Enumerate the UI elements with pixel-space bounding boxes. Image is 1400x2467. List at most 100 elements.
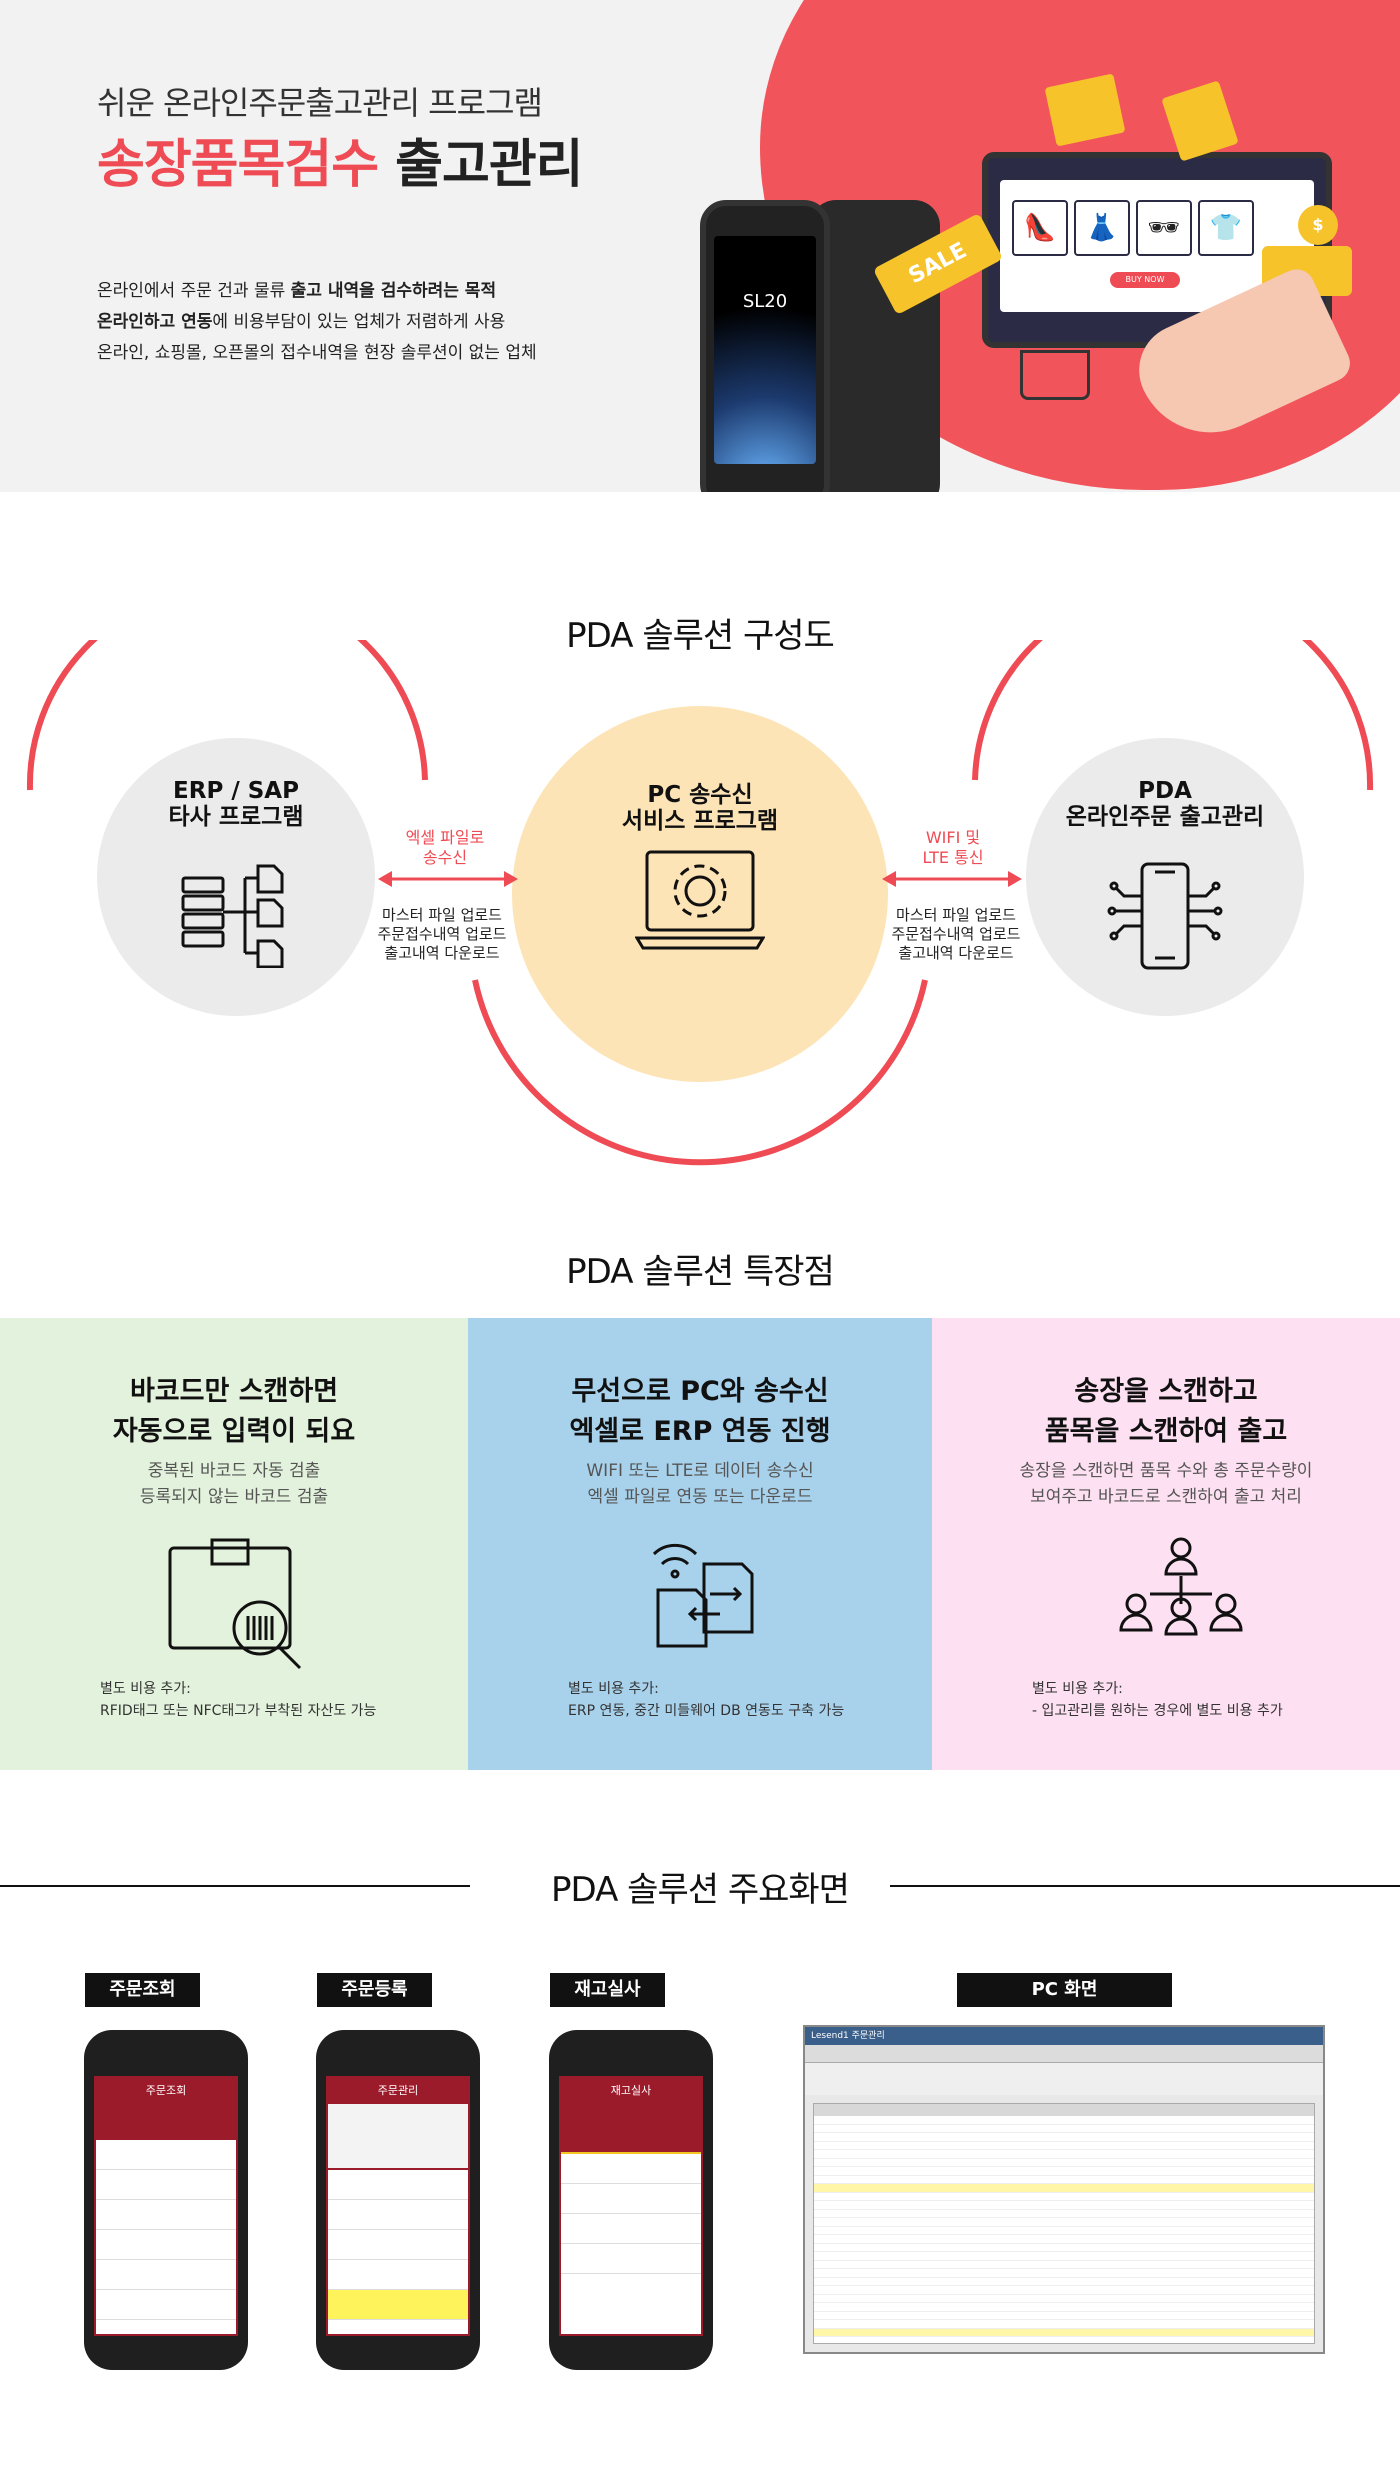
table-row — [814, 2167, 1314, 2176]
screens-divider-right — [890, 1885, 1400, 1887]
pc-title-line1: PC 송수신 — [647, 782, 753, 808]
dress-icon: 👗 — [1074, 200, 1130, 256]
pc-circle: PC 송수신 서비스 프로그램 — [512, 706, 888, 1082]
hero-subtitle: 쉬운 온라인주문출고관리 프로그램 — [97, 84, 543, 122]
table-row — [814, 2286, 1314, 2295]
pda2-header: 주문관리 — [328, 2078, 468, 2104]
diagram-arcs — [26, 640, 1374, 1166]
pda-title-line1: PDA — [1138, 778, 1192, 804]
feature-2-sub-line1: WIFI 또는 LTE로 데이터 송수신 — [586, 1461, 814, 1481]
list-item — [328, 2200, 468, 2230]
pda-screen-inventory: 재고실사 — [549, 2030, 713, 2370]
left-note-2: 주문접수내역 업로드 — [377, 925, 507, 943]
feature-2-note: 별도 비용 추가:ERP 연동, 중간 미들웨어 DB 연동도 구축 가능 — [568, 1678, 844, 1722]
pda3-header: 재고실사 — [561, 2078, 701, 2104]
table-row — [814, 2142, 1314, 2150]
feature-1-note: 별도 비용 추가: RFID태그 또는 NFC태그가 부착된 자산도 가능 — [100, 1678, 376, 1722]
right-note-3: 출고내역 다운로드 — [898, 944, 1014, 962]
table-row — [814, 2176, 1314, 2184]
erp-circle: ERP / SAP 타사 프로그램 — [97, 738, 375, 1016]
pda-screen-order-register: 주문관리 — [316, 2030, 480, 2370]
table-row — [814, 2269, 1314, 2278]
feature-3-title-line2: 품목을 스캔하여 출고 — [1044, 1416, 1288, 1447]
pc-window-tabs — [805, 2045, 1323, 2063]
list-item — [561, 2244, 701, 2274]
pda3-display: 재고실사 — [559, 2076, 703, 2336]
table-row — [814, 2252, 1314, 2261]
sunglasses-icon: 🕶 — [1136, 200, 1192, 256]
list-item — [96, 2290, 236, 2320]
table-row — [814, 2159, 1314, 2167]
features-title: PDA 솔루션 특장점 — [566, 1252, 835, 1292]
label-order-lookup: 주문조회 — [85, 1973, 200, 2007]
list-item — [328, 2230, 468, 2260]
list-item — [328, 2170, 468, 2200]
table-row — [814, 2312, 1314, 2320]
erp-title: ERP / SAP 타사 프로그램 — [97, 778, 375, 830]
feature-3-sub-line2: 보여주고 바코드로 스캔하여 출고 처리 — [1030, 1487, 1302, 1507]
coin-icon: $ — [1298, 205, 1338, 245]
feature-1-note-line1: 별도 비용 추가: — [100, 1681, 191, 1697]
feature-1-sub-line2: 등록되지 않는 바코드 검출 — [139, 1487, 329, 1507]
left-arrow-label-line2: 송수신 — [422, 848, 468, 867]
pda-title: PDA 온라인주문 출고관리 — [1026, 778, 1304, 830]
pda-screen-order-lookup: 주문조회 — [84, 2030, 248, 2370]
table-row — [814, 2328, 1314, 2337]
pc-title-line2: 서비스 프로그램 — [621, 808, 779, 834]
table-row — [814, 2235, 1314, 2244]
laptop-gear-icon — [635, 850, 765, 950]
pc-data-grid — [813, 2103, 1315, 2344]
table-row — [814, 2295, 1314, 2303]
table-row — [814, 2201, 1314, 2210]
list-item — [561, 2184, 701, 2214]
pc-grid-header — [814, 2104, 1314, 2116]
feature-3-note-line2: - 입고관리를 원하는 경우에 별도 비용 추가 — [1032, 1703, 1283, 1719]
feature-2-title-line2: 엑셀로 ERP 연동 진행 — [569, 1416, 831, 1447]
table-row — [814, 2184, 1314, 2193]
list-item — [561, 2154, 701, 2184]
right-double-arrow — [882, 871, 1022, 887]
desc-line1-b: 출고 내역을 검수하려는 목적 — [290, 281, 497, 301]
desc-line3: 온라인, 쇼핑몰, 오픈몰의 접수내역을 현장 솔루션이 없는 업체 — [97, 343, 537, 363]
server-tree-icon — [181, 864, 284, 968]
left-arrow-label: 엑셀 파일로 송수신 — [365, 828, 525, 868]
feature-1-note-line2: RFID태그 또는 NFC태그가 부착된 자산도 가능 — [100, 1703, 377, 1719]
label-inventory: 재고실사 — [550, 1973, 665, 2007]
shoe-icon: 👠 — [1012, 200, 1068, 256]
pda-title-line2: 온라인주문 출고관리 — [1065, 804, 1265, 830]
table-row — [814, 2218, 1314, 2227]
feature-2-note-line1: 별도 비용 추가: — [568, 1681, 659, 1697]
label-order-register: 주문등록 — [317, 1973, 432, 2007]
screens-title: PDA 솔루션 주요화면 — [551, 1870, 850, 1910]
table-row — [814, 2210, 1314, 2218]
device-model-label: SL20 — [742, 291, 788, 312]
pda1-header: 주문조회 — [96, 2078, 236, 2104]
right-arrow-label-line2: LTE 통신 — [922, 848, 984, 867]
hero-description: 온라인에서 주문 건과 물류 출고 내역을 검수하려는 목적 온라인하고 연동에… — [97, 276, 537, 369]
pc-title: PC 송수신 서비스 프로그램 — [512, 782, 888, 834]
feature-3-note: 별도 비용 추가:- 입고관리를 원하는 경우에 별도 비용 추가 — [1032, 1678, 1283, 1722]
wireless-file-transfer-icon — [652, 1543, 754, 1648]
hero-section: 쉬운 온라인주문출고관리 프로그램 송장품목검수 출고관리 온라인에서 주문 건… — [0, 0, 1400, 492]
list-item — [96, 2230, 236, 2260]
feature-2-title-line1: 무선으로 PC와 송수신 — [571, 1376, 829, 1407]
hero-title-black: 출고관리 — [395, 135, 583, 195]
table-row — [814, 2227, 1314, 2235]
table-row — [814, 2150, 1314, 2159]
list-item — [328, 2290, 468, 2320]
pda-circle: PDA 온라인주문 출고관리 — [1026, 738, 1304, 1016]
left-arrow-label-line1: 엑셀 파일로 — [405, 828, 485, 847]
right-arrow-label-line1: WIFI 및 — [925, 828, 981, 847]
list-item — [328, 2260, 468, 2290]
feature-2-sub-line2: 엑셀 파일로 연동 또는 다운로드 — [587, 1487, 813, 1507]
hero-title-red: 송장품목검수 — [97, 135, 379, 195]
pda-device-screen: SL20 — [714, 236, 816, 464]
pda2-display: 주문관리 — [326, 2076, 470, 2336]
